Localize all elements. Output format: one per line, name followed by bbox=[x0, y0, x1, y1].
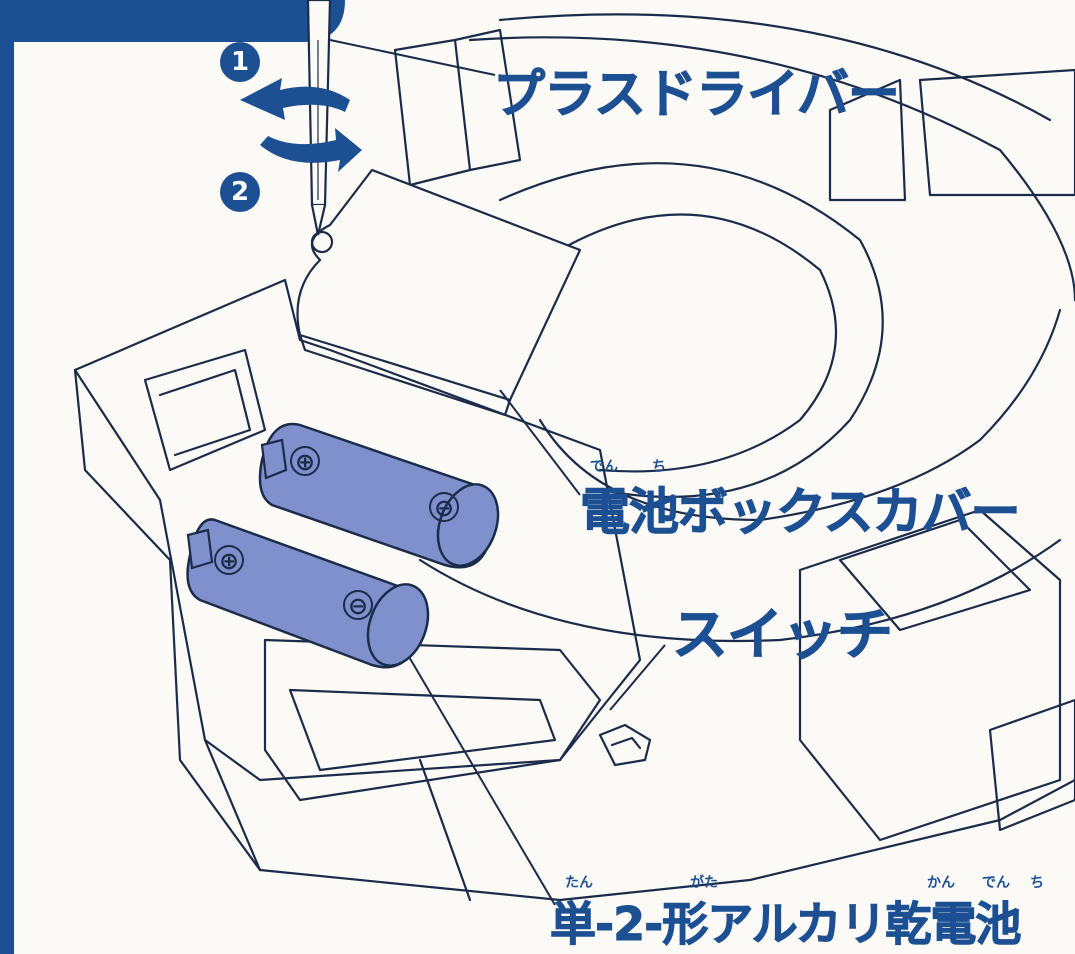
body-block-right bbox=[798, 508, 1062, 842]
battery-upper-minus-icon: ⊖ bbox=[429, 492, 459, 522]
compartment-front-edge bbox=[73, 368, 262, 872]
label-battery-box-cover: 電池ボックスカバー bbox=[580, 483, 1021, 542]
body-window-right bbox=[918, 68, 1075, 197]
body-arc-rim bbox=[538, 308, 1062, 522]
battery-tray-inner bbox=[288, 688, 557, 772]
battery-tray bbox=[263, 638, 602, 802]
ruby-tan: たん bbox=[565, 875, 593, 891]
frame-header-tab bbox=[14, 0, 345, 42]
body-panel-right bbox=[828, 78, 907, 202]
ruby-den: でん bbox=[590, 459, 618, 475]
ruby-chi: ち bbox=[652, 459, 666, 475]
rotate-arrows-icon bbox=[240, 78, 362, 172]
leader-battery bbox=[404, 649, 556, 906]
compartment-body bbox=[73, 278, 642, 782]
step-2-badge: 2 bbox=[220, 172, 260, 212]
leader-driver bbox=[329, 39, 496, 76]
ruby-den-2: でん bbox=[982, 875, 1010, 891]
leader-cover bbox=[499, 389, 581, 496]
body-well bbox=[558, 213, 838, 473]
label-plus-screwdriver: プラスドライバー bbox=[493, 65, 901, 126]
body-arc-outer bbox=[498, 13, 1052, 122]
battery-lower bbox=[186, 518, 430, 669]
ruby-chi-2: ち bbox=[1030, 875, 1044, 891]
body-block-top bbox=[838, 518, 1032, 632]
battery-lower-plus-icon: ⊕ bbox=[214, 545, 244, 575]
switch-knob bbox=[598, 723, 652, 767]
battery-lower-minus-icon: ⊖ bbox=[343, 590, 373, 620]
base-edge bbox=[258, 778, 1075, 902]
base-corner bbox=[203, 738, 262, 872]
compartment-recess-inner bbox=[158, 368, 252, 457]
body-arc-lower bbox=[418, 538, 1062, 643]
screwdriver-icon bbox=[306, 0, 332, 236]
leader-switch bbox=[609, 644, 666, 711]
frame-left-border bbox=[0, 0, 14, 954]
ruby-gata: がた bbox=[690, 875, 718, 891]
cover-screw-hole bbox=[310, 230, 334, 254]
battery-box-cover-edge bbox=[298, 333, 512, 417]
base-divider bbox=[418, 758, 472, 902]
step-1-badge: 1 bbox=[220, 42, 260, 82]
battery-upper-plus-icon: ⊕ bbox=[290, 446, 320, 476]
body-arc-outer-2 bbox=[468, 36, 1075, 302]
body-pillar-side bbox=[453, 28, 522, 172]
battery-box-cover bbox=[296, 168, 582, 402]
ruby-kan: かん bbox=[927, 875, 955, 891]
label-alkaline-battery: 単-2-形アルカリ乾電池 bbox=[549, 897, 1021, 952]
body-block-foot bbox=[988, 698, 1075, 832]
body-arc-inner bbox=[498, 162, 884, 499]
compartment-recess bbox=[143, 348, 267, 472]
label-switch: スイッチ bbox=[672, 603, 894, 669]
switch-slot bbox=[610, 736, 642, 750]
